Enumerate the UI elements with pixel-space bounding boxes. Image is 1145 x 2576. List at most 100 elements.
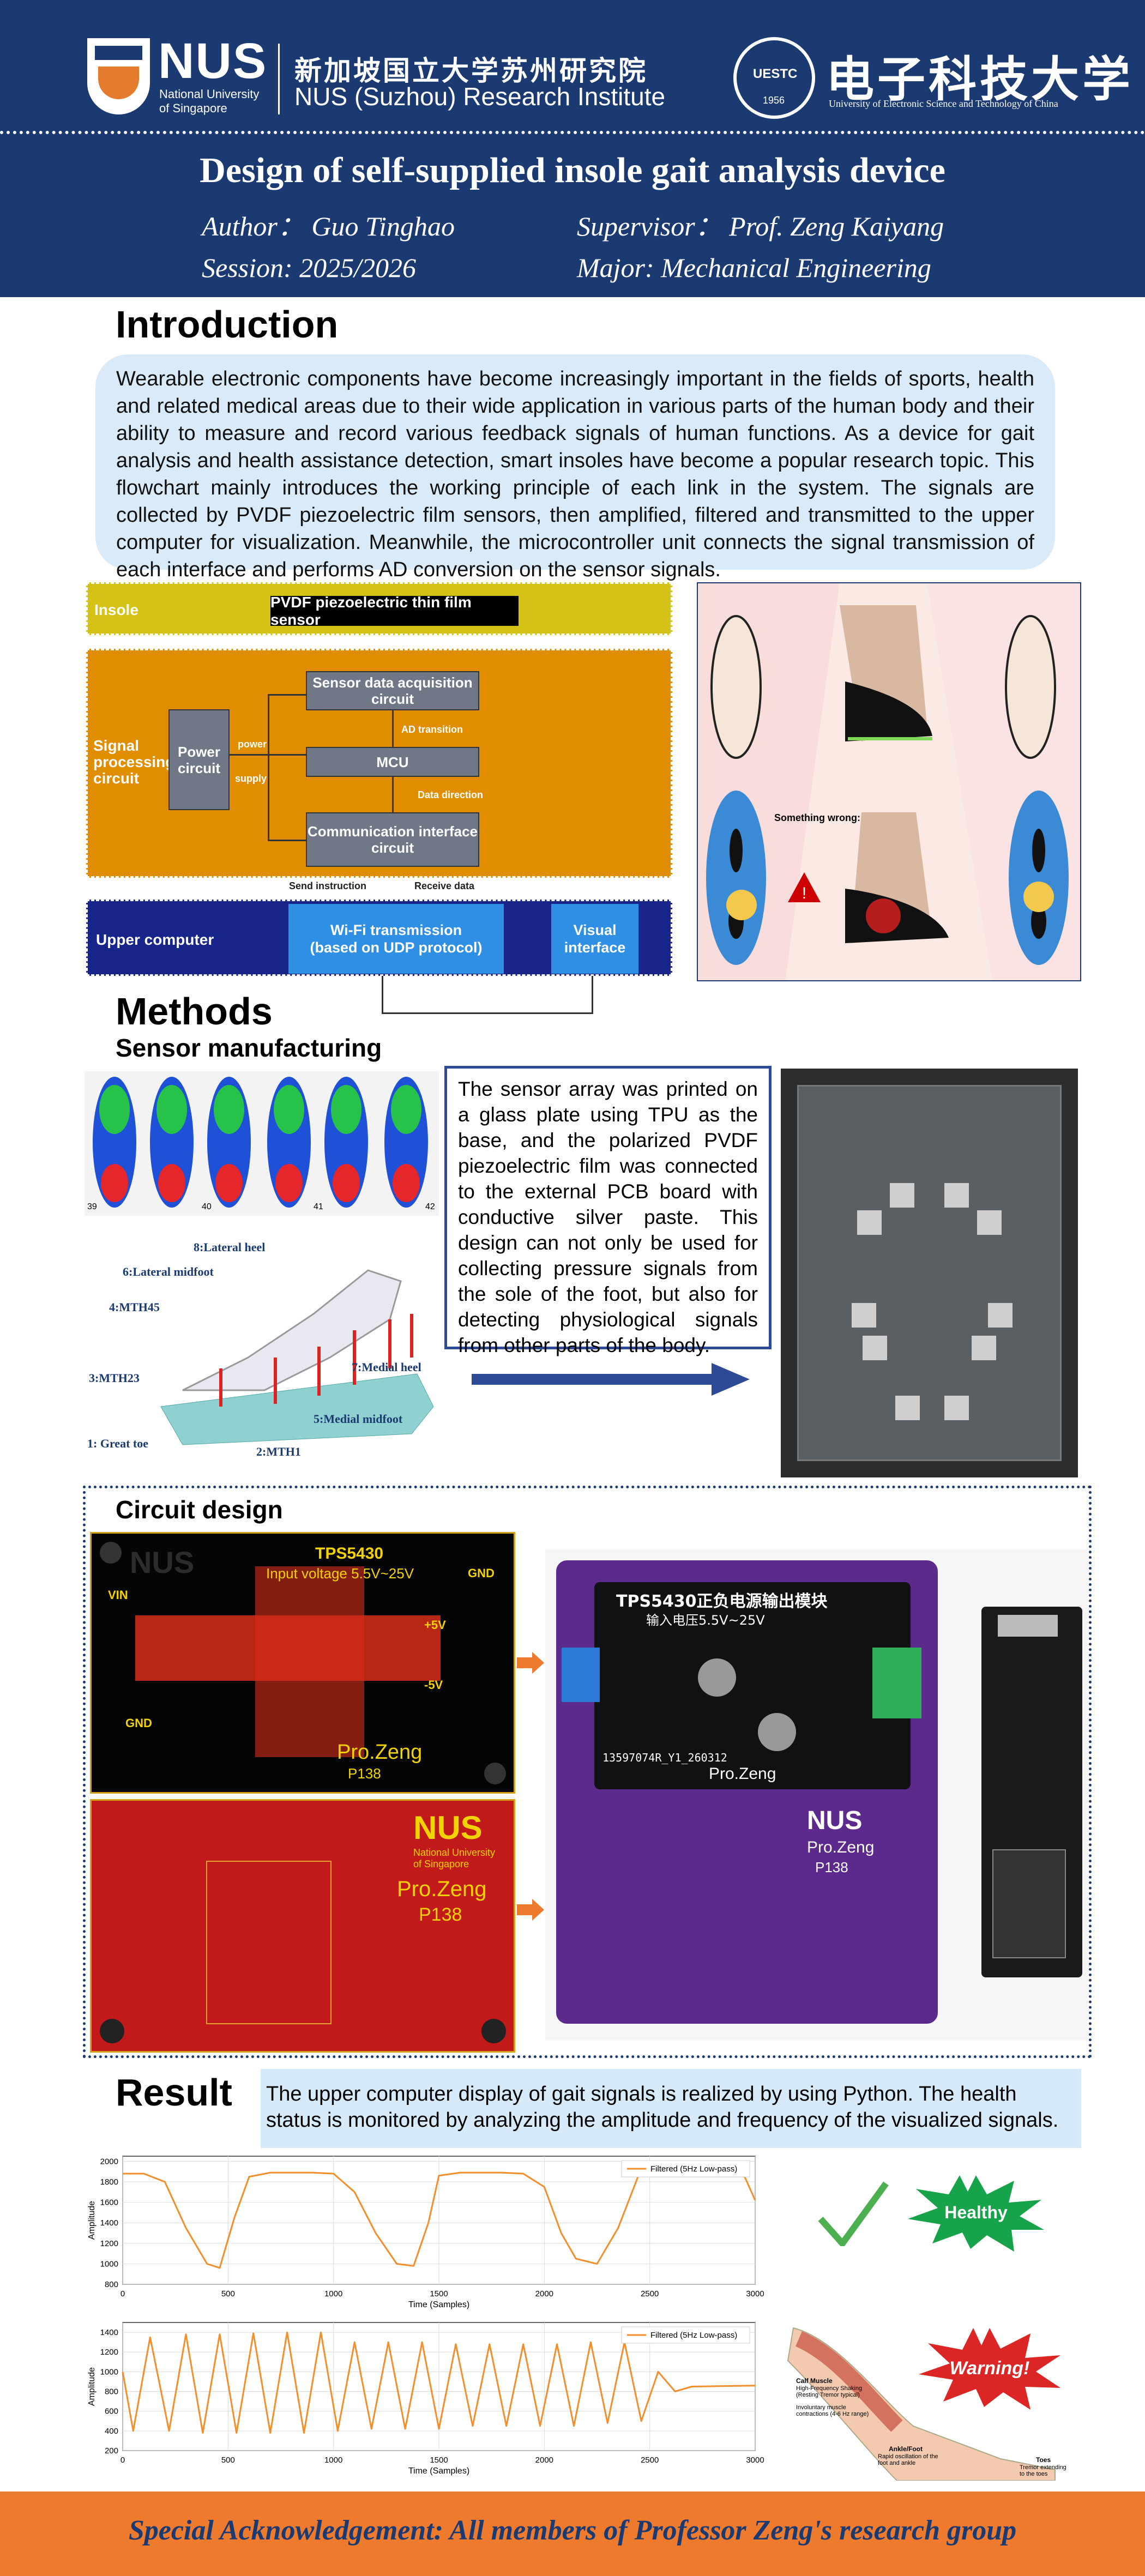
pcb-m5v-label: -5V [424, 1678, 443, 1692]
warning-label: Warning! [949, 2358, 1030, 2379]
uestc-seal-icon: UESTC 1956 [733, 37, 815, 119]
supervisor: Supervisor： Prof. Zeng Kaiyang [577, 211, 944, 242]
upper-computer-label: Upper computer [96, 931, 214, 948]
pvdf-sensor-box: PVDF piezoelectric thin film sensor [270, 594, 519, 628]
y-tick-label: 1400 [100, 2328, 118, 2337]
power-circuit-box: Power circuit [168, 709, 230, 810]
arrow-right-icon [517, 1899, 544, 1921]
power-label: power [238, 739, 267, 750]
pcb-gnd-left: GND [125, 1716, 152, 1730]
y-tick-label: 2000 [100, 2157, 118, 2166]
poster-title: Design of self-supplied insole gait anal… [200, 150, 945, 190]
y-tick-label: 800 [105, 2387, 118, 2397]
x-tick-label: 3000 [746, 2289, 764, 2299]
introduction-text: Wearable electronic components have beco… [95, 354, 1055, 581]
point-medial-midfoot: 5:Medial midfoot [314, 1412, 403, 1426]
visual-interface-box: Visual interface [551, 904, 638, 974]
sensor-array-photo [781, 1069, 1078, 1477]
institute-chinese-name: 新加坡国立大学苏州研究院 [294, 55, 648, 87]
toe-tremor-label: Tremor extending to the toes [1020, 2464, 1066, 2477]
y-tick-label: 1600 [100, 2198, 118, 2207]
uestc-seal-year: 1956 [763, 95, 785, 106]
y-tick-label: 600 [105, 2407, 118, 2416]
uestc-chinese-name: 电子科技大学 [826, 51, 1134, 107]
y-tick-label: 800 [105, 2280, 118, 2289]
result-heading: Result [116, 2071, 232, 2114]
acquisition-circuit-box: Sensor data acquisition circuit [306, 671, 479, 710]
module-title: TPS5430正负电源输出模块 [616, 1592, 828, 1611]
calf-muscle-label: Calf Muscle [796, 2377, 833, 2385]
y-axis-label: Amplitude [87, 2367, 97, 2406]
receive-data-label: Receive data [414, 880, 475, 891]
pressure-footprints-image: 39 40 41 42 [85, 1071, 439, 1216]
pcb-gnd-right: GND [468, 1566, 495, 1580]
wifi-transmission-box: Wi-Fi transmission (based on UDP protoco… [288, 904, 504, 974]
x-axis-label: Time (Samples) [408, 2300, 469, 2309]
x-tick-label: 0 [120, 2456, 125, 2465]
footprint-size-40: 40 [202, 1202, 212, 1211]
result-text: The upper computer display of gait signa… [261, 2069, 1081, 2148]
ankle-foot-label: Ankle/Foot [889, 2445, 923, 2453]
x-tick-label: 2000 [535, 2289, 553, 2299]
module-bottom-p138: P138 [815, 1859, 848, 1875]
warning-badge: Warning! [916, 2328, 1063, 2410]
send-instruction-label: Send instruction [289, 880, 367, 891]
insole-lane: Insole PVDF piezoelectric thin film sens… [86, 582, 672, 635]
point-great-toe: 1: Great toe [87, 1437, 148, 1450]
pcb-nus-label: NUS [413, 1809, 483, 1846]
pcb-chip-label: TPS5430 [315, 1545, 384, 1563]
session: Session: 2025/2026 [202, 252, 417, 283]
checkmark-icon [818, 2181, 889, 2246]
x-tick-label: 1500 [430, 2456, 448, 2465]
upper-computer-lane: Upper computer Wi-Fi transmission (based… [86, 900, 672, 976]
header-banner: NUS National University of Singapore 新加坡… [0, 0, 1145, 297]
footprint-heatmaps [93, 1077, 428, 1208]
signal-processing-lane: Signal processing circuit Power circuit … [86, 649, 672, 878]
sensor-manufacturing-heading: Sensor manufacturing [116, 1034, 382, 1062]
x-tick-label: 2000 [535, 2456, 553, 2465]
insole-label: Insole [94, 601, 138, 618]
point-medial-heel: 7:Medial heel [352, 1360, 421, 1374]
y-tick-label: 200 [105, 2446, 118, 2456]
y-tick-label: 1200 [100, 2348, 118, 2357]
foot-sensor-diagram: 8:Lateral heel 6:Lateral midfoot 4:MTH45… [85, 1227, 439, 1467]
sensor-description-text: The sensor array was printed on a glass … [444, 1066, 772, 1356]
author: Author： Guo Tinghao [202, 211, 455, 242]
x-tick-label: 2500 [641, 2289, 659, 2299]
arrow-right-icon [517, 1652, 544, 1674]
pcb-nus-sub: National University of Singapore [413, 1847, 496, 1869]
gait-illustration-graphic: ! [698, 583, 1080, 980]
pcb-input-voltage: Input voltage 5.5V~25V [266, 1565, 414, 1582]
contractions-label: Involuntary muscle contractions (4-6 Hz … [796, 2404, 869, 2417]
shaking-label: High-Frequency Shaking (Resting Tremor t… [796, 2385, 863, 2398]
process-arrow-icon [472, 1363, 750, 1396]
y-tick-label: 1400 [100, 2218, 118, 2228]
supply-label: supply [235, 773, 267, 784]
module-input: 输入电压5.5V~25V [646, 1613, 765, 1628]
methods-heading: Methods [116, 990, 273, 1033]
pcb-p138-label: P138 [348, 1765, 381, 1782]
legend-label: Filtered (5Hz Low-pass) [650, 2331, 737, 2340]
nus-full-name: National University of Singapore [159, 87, 260, 115]
module-bottom-pro: Pro.Zeng [807, 1838, 875, 1856]
pcb-top-layout: NUS TPS5430 Input voltage 5.5V~25V VIN G… [90, 1532, 515, 1794]
uestc-english-name: University of Electronic Science and Tec… [829, 98, 1058, 109]
x-tick-label: 1000 [324, 2289, 342, 2299]
footprint-size-41: 41 [314, 1202, 323, 1211]
y-tick-label: 1000 [100, 2259, 118, 2269]
foot-skeleton-graphic [160, 1269, 434, 1445]
x-tick-label: 1000 [324, 2456, 342, 2465]
pcb-pro-label: Pro.Zeng [337, 1741, 423, 1764]
healthy-badge: Healthy [905, 2175, 1047, 2252]
point-mth23: 3:MTH23 [89, 1371, 140, 1385]
y-tick-label: 1800 [100, 2177, 118, 2187]
something-wrong-label: Something wrong: [774, 812, 860, 823]
nus-logo-text: NUS [158, 33, 268, 89]
circuit-design-heading: Circuit design [116, 1495, 283, 1524]
y-tick-label: 400 [105, 2427, 118, 2436]
pcb-vin-label: VIN [108, 1588, 128, 1602]
institute-english-name: NUS (Suzhou) Research Institute [294, 82, 666, 111]
